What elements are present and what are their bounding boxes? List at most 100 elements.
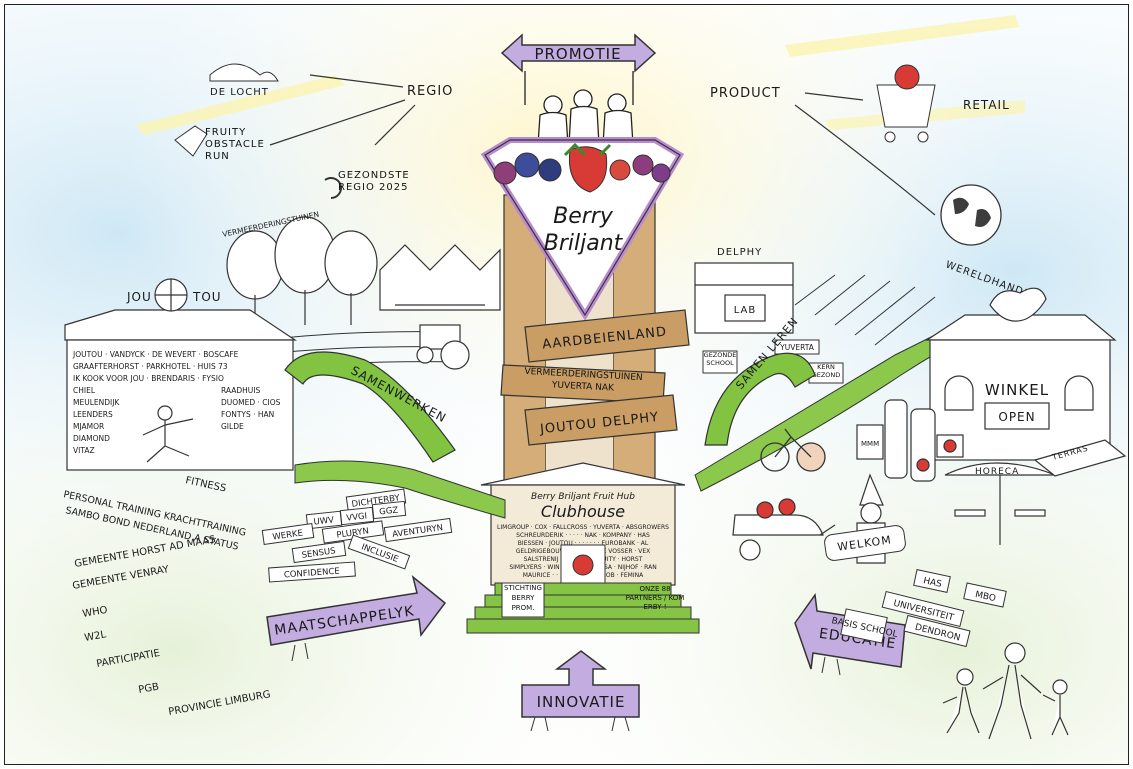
promotie-label: PROMOTIE: [534, 45, 621, 63]
tree-nursery: [226, 216, 378, 325]
open-label: OPEN: [998, 410, 1035, 424]
green-steps: STICHTING BERRY PROM. ONZE 88 PARTNERS /…: [466, 582, 700, 634]
family-walking-icon: [942, 642, 1069, 740]
social-tag: VVGI: [346, 511, 368, 523]
direction-signs: AARDBEIENLAND VERMEERDERINGSTUINEN YUVER…: [500, 309, 690, 446]
title-line-1: Berry: [553, 204, 614, 229]
clubhouse: Berry Briljant Fruit Hub Clubhouse LIMGR…: [480, 462, 686, 586]
product-item-retail: RETAIL: [963, 98, 1010, 112]
gezonde-school-label: GEZONDE SCHOOL: [703, 351, 737, 367]
innovatie-arrow: INNOVATIE: [521, 650, 640, 732]
social-tag-box: [347, 534, 411, 570]
education-tag-box: [840, 608, 888, 644]
regio-item-delocht: DE LOCHT: [210, 87, 269, 98]
shopping-cart-icon: [876, 64, 936, 143]
jars-and-bottles-icon: [856, 399, 964, 482]
delocht-building-icon: [209, 63, 279, 82]
wheelbarrow-icon: [732, 498, 836, 561]
social-tag: PLURYN: [336, 526, 370, 540]
bicycle-icon: [760, 428, 826, 472]
joutou-partner-right: GILDE: [221, 422, 244, 431]
berry-diamond-logo: Berry Briljant: [480, 137, 685, 321]
horeca-umbrella: [944, 439, 1127, 545]
joutou-partner: MJAMOR: [73, 422, 104, 431]
horeca-label: HORECA: [975, 467, 1019, 477]
partners-note: ONZE 88 PARTNERS / KOM ERBY !: [625, 585, 685, 611]
joutou-partner: JOUTOU · VANDYCK · DE WEVERT · BOSCAFE: [72, 350, 239, 359]
social-tag-box: [291, 540, 347, 564]
lab-label: LAB: [734, 305, 757, 316]
social-tag-box: [383, 517, 453, 543]
innovatie-label: INNOVATIE: [537, 693, 626, 711]
tractor-icon: [416, 324, 470, 370]
orchard-field: [794, 274, 936, 346]
social-tag: SENSUS: [301, 546, 336, 561]
illustration-frame: PROMOTIE Berry Briljant AARDBEIENLAND: [4, 4, 1129, 765]
obstacle-run-icon: [174, 125, 208, 157]
education-tag: HAS: [922, 576, 943, 590]
social-tag-box: [371, 500, 407, 520]
joutou-name-left: JOU: [126, 290, 152, 304]
joutou-partner-list-right: RAADHUIS DUOMED · CIOS FONTYS · HAN GILDE: [221, 386, 281, 431]
joutou-name-right: TOU: [192, 290, 222, 304]
welkom-sign: [824, 525, 906, 561]
joutou-partner: DIAMOND: [73, 434, 110, 443]
stakeholder: WHO: [82, 605, 109, 620]
stakeholder: W2L: [84, 629, 108, 644]
clubhouse-heading: Berry Briljant Fruit Hub: [531, 492, 635, 502]
joutou-partner: LEENDERS: [73, 410, 113, 419]
joutou-partner-right: DUOMED · CIOS: [221, 398, 281, 407]
yuverta-sign: [774, 339, 820, 355]
gezondste-regio-icon: [324, 177, 342, 199]
people-holding-banner: [524, 71, 634, 146]
joutou-partner: VITAZ: [73, 446, 95, 455]
clubhouse-name: Clubhouse: [541, 502, 625, 521]
education-tag-box: [963, 582, 1007, 608]
joutou-partner-right: RAADHUIS: [221, 386, 260, 395]
social-tag: CONFIDENCE: [284, 567, 341, 581]
highlight-stroke-left: [135, 75, 345, 135]
product-label: PRODUCT: [710, 86, 781, 101]
joutou-partner-list: JOUTOU · VANDYCK · DE WEVERT · BOSCAFE GR…: [72, 350, 239, 455]
joutou-partner: GRAAFTERHORST · PARKHOTEL · HUIS 73: [73, 362, 228, 371]
globe-icon: [940, 184, 1002, 246]
title-line-2: Briljant: [544, 231, 624, 256]
delphy-lab-building: [694, 262, 794, 334]
mmm-jar-label: MMM: [861, 440, 879, 448]
social-tag: GGZ: [379, 506, 399, 518]
social-tag-box: [268, 561, 356, 583]
joutou-partner: CHIEL: [73, 386, 96, 395]
education-tag-box: [903, 614, 971, 648]
greenhouse-left: [379, 244, 501, 311]
clubhouse-partner: BIESSEN · JOUTOU · · · · · · · EUROBANK …: [518, 540, 649, 547]
regio-cluster: REGIO DE LOCHT FRUITY OBSTACLE RUN GEZON…: [174, 63, 453, 199]
education-tag-box: [881, 590, 965, 628]
gezonde-school-sign: [702, 350, 738, 374]
social-tag: WERKE: [272, 528, 304, 542]
regio-item-obstacle-run: FRUITY OBSTACLE RUN: [205, 127, 265, 162]
promotie-arrow: PROMOTIE: [500, 33, 657, 73]
social-tag-box: [261, 523, 315, 545]
regio-label: REGIO: [407, 84, 453, 99]
clubhouse-partner: LIMGROUP · COX · FALLCROSS · YUVERTA · A…: [497, 524, 669, 531]
hedge-left: [294, 460, 506, 519]
education-tag-box: [913, 569, 951, 593]
stakeholder: PGB: [138, 682, 160, 696]
winkel-label: WINKEL: [985, 381, 1049, 399]
education-tag: MBO: [974, 590, 996, 604]
social-tag: UWV: [313, 515, 335, 527]
yuverta-label: YUVERTA: [779, 343, 815, 352]
highlight-stroke-right: [785, 15, 1020, 57]
regio-item-gezondste: GEZONDSTE REGIO 2025: [338, 170, 410, 193]
martial-arts-figure-icon: [142, 405, 194, 463]
joutou-building: [64, 278, 297, 471]
berry-briljant-illustration: PROMOTIE Berry Briljant AARDBEIENLAND: [5, 5, 1128, 764]
stichting-label: STICHTING BERRY PROM.: [504, 584, 542, 612]
joutou-partner: MEULENDIJK: [73, 398, 120, 407]
clubhouse-partner: SCHREURDERIK · · · · · NAK · KOMPANY · H…: [516, 532, 650, 539]
delphy-label: DELPHY: [717, 247, 762, 258]
kern-gezond-label: KERN GEZOND: [811, 363, 841, 379]
joutou-partner-right: FONTYS · HAN: [221, 410, 274, 419]
joutou-partner: IK KOOK VOOR JOU · BRENDARIS · FYSIO: [73, 374, 224, 383]
